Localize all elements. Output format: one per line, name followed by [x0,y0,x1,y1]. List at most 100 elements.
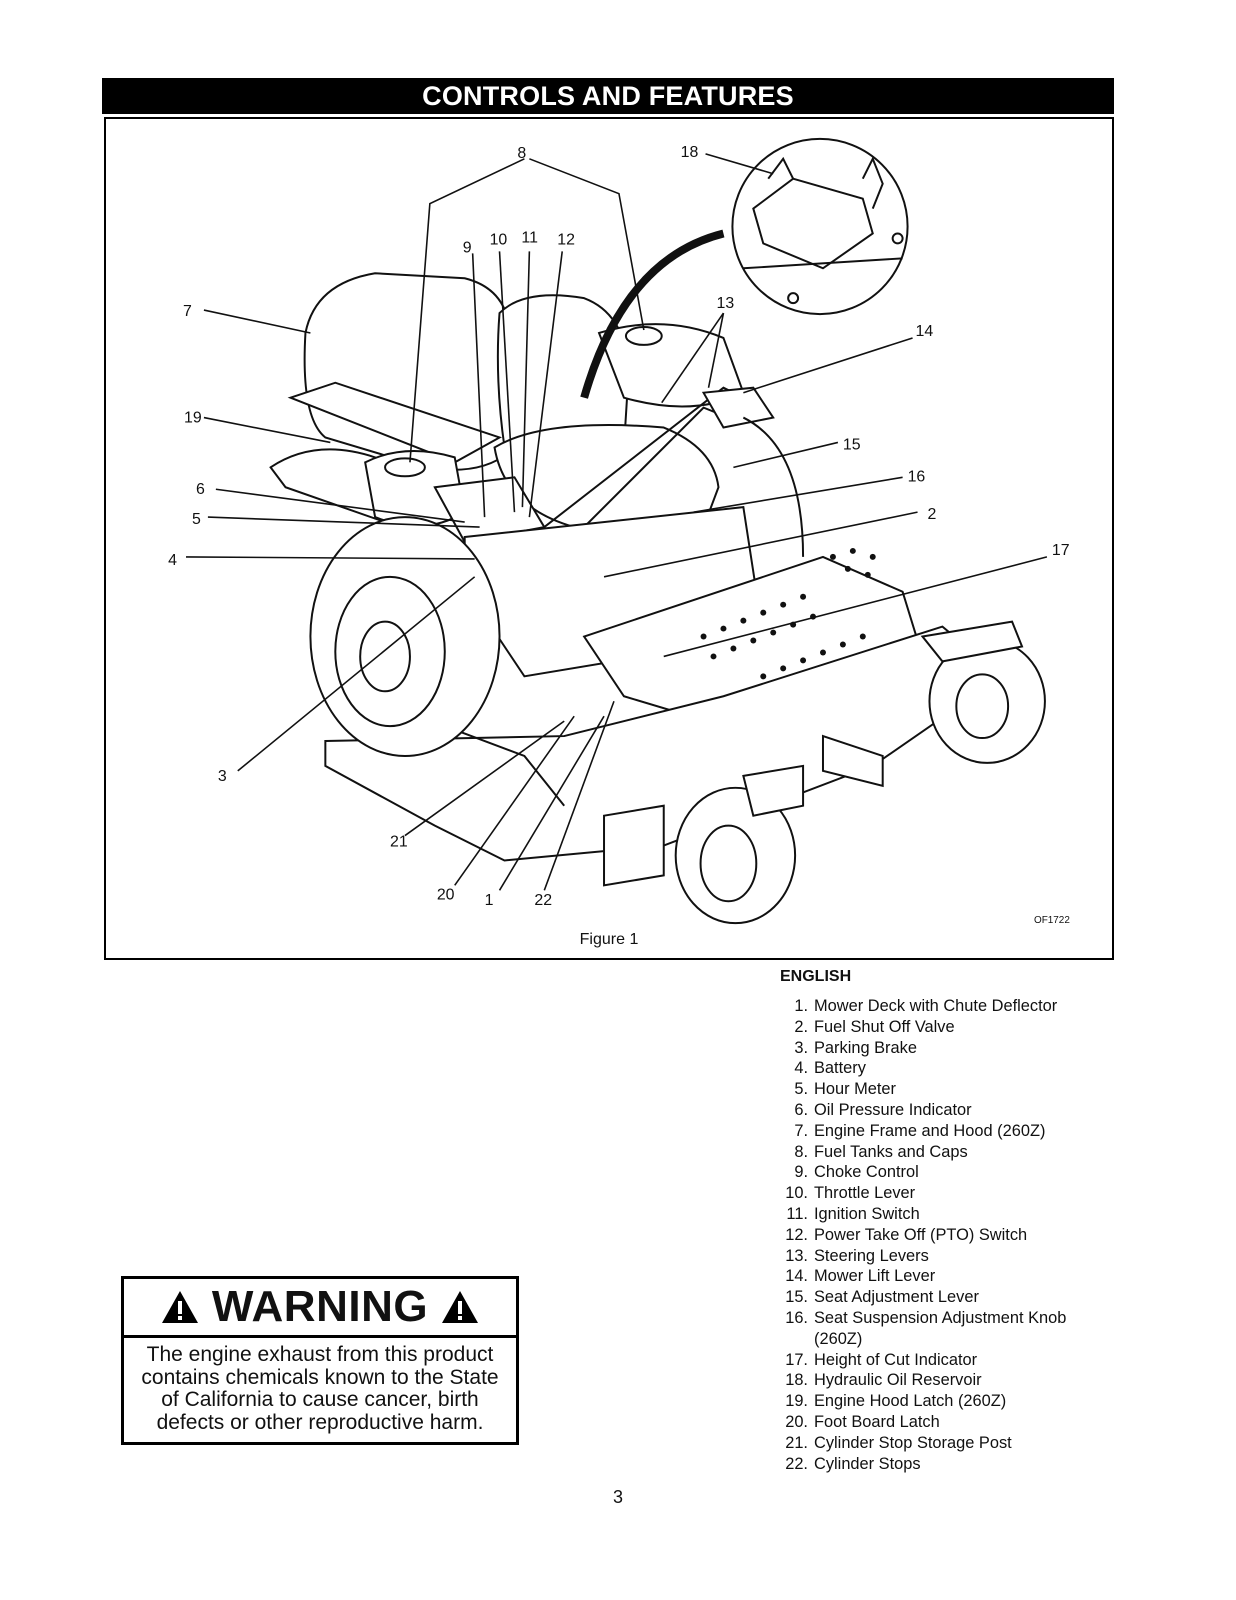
list-item: 17. Height of Cut Indicator [780,1350,1110,1371]
legend-list: 1. Mower Deck with Chute Deflector 2. Fuel… [780,996,1110,1474]
list-item: 11. Ignition Switch [780,1204,1110,1225]
list-item: 7. Engine Frame and Hood (260Z) [780,1121,1110,1142]
legend-heading: ENGLISH [780,968,852,985]
item-text: Engine Hood Latch (260Z) [814,1392,1007,1411]
list-item: 19. Engine Hood Latch (260Z) [780,1391,1110,1412]
item-text: Power Take Off (PTO) Switch [814,1225,1028,1244]
figure-code: OF1722 [1034,915,1070,926]
item-text: Hydraulic Oil Reservoir [814,1371,982,1390]
item-number: 9. [794,1163,808,1182]
item-number: 21. [785,1433,808,1452]
item-number: 11. [786,1204,808,1223]
figure-1: 8 18 9 10 11 12 13 14 7 19 15 16 6 5 2 4… [104,117,1114,960]
item-number: 4. [794,1059,808,1078]
item-number: 8. [794,1142,808,1161]
item-number: 3. [794,1038,808,1057]
callout-15: 15 [843,436,861,453]
list-item: (260Z) [780,1329,1110,1350]
item-number: 16. [785,1308,808,1327]
item-text: Mower Lift Lever [814,1267,936,1286]
list-item: 18. Hydraulic Oil Reservoir [780,1370,1110,1391]
page-number: 3 [612,1487,623,1507]
list-item: 3. Parking Brake [780,1038,1110,1059]
item-text: Hour Meter [814,1080,896,1099]
item-number: 22. [785,1454,808,1473]
list-item: 22.Cylinder Stops [780,1454,1110,1475]
callout-13: 13 [716,295,734,312]
list-item: 4. Battery [780,1058,1110,1079]
parts-legend: ENGLISH 1. Mower Deck with Chute Deflecto… [780,968,1110,1474]
item-text: Fuel Shut Off Valve [814,1017,955,1036]
item-number: 17. [785,1350,808,1369]
warning-box: WARNING The engine exhaust from this pro… [121,1276,519,1445]
callout-5: 5 [192,511,201,528]
item-number: 7. [794,1121,808,1140]
callout-14: 14 [916,323,934,340]
callout-21: 21 [390,834,408,851]
list-item: 8. Fuel Tanks and Caps [780,1142,1110,1163]
list-item: 2. Fuel Shut Off Valve [780,1017,1110,1038]
warning-title: WARNING [211,1282,429,1331]
page-title: CONTROLS AND FEATURES [102,78,1114,114]
item-text: Steering Levers [814,1246,929,1265]
warning-line: The engine exhaust from this product [146,1343,494,1366]
list-item: 1. Mower Deck with Chute Deflector [780,996,1110,1017]
mower-illustration: 8 18 9 10 11 12 13 14 7 19 15 16 6 5 2 4… [168,137,1070,926]
callout-19: 19 [184,410,202,427]
list-item: 12. Power Take Off (PTO) Switch [780,1225,1110,1246]
callout-22: 22 [534,892,552,909]
callout-3: 3 [218,768,227,785]
item-text: (260Z) [814,1329,863,1348]
item-text: Mower Deck with Chute Deflector [814,997,1058,1015]
list-item: 9. Choke Control [780,1162,1110,1183]
item-number: 20. [785,1412,808,1431]
warning-triangle-icon [442,1291,479,1323]
item-text: Oil Pressure Indicator [814,1100,972,1119]
item-text: Fuel Tanks and Caps [814,1142,968,1161]
callout-17: 17 [1052,542,1070,559]
item-number: 14. [785,1267,808,1286]
item-text: Battery [814,1059,866,1078]
warning-triangle-icon [161,1291,198,1323]
callout-2: 2 [927,506,936,523]
item-text: Engine Frame and Hood (260Z) [814,1121,1046,1140]
list-item: 20. Foot Board Latch [780,1412,1110,1433]
item-number: 5. [794,1080,808,1099]
item-number: 1. [794,997,808,1015]
item-text: Foot Board Latch [814,1412,940,1431]
callout-9: 9 [463,239,472,256]
list-item: 21. Cylinder Stop Storage Post [780,1433,1110,1454]
list-item: 14. Mower Lift Lever [780,1266,1110,1287]
item-text: Seat Adjustment Lever [814,1288,979,1307]
item-number: 6. [794,1100,808,1119]
callout-8: 8 [517,145,526,162]
item-text: Ignition Switch [814,1204,920,1223]
warning-text: The engine exhaust from this product con… [124,1338,516,1434]
callout-7: 7 [183,303,192,320]
item-number: 2. [794,1017,808,1036]
callout-16: 16 [908,468,926,485]
item-number: 13. [785,1246,808,1265]
item-number: 15. [785,1288,808,1307]
list-item: 10.Throttle Lever [780,1183,1110,1204]
list-item: 15. Seat Adjustment Lever [780,1287,1110,1308]
warning-header: WARNING [124,1279,516,1338]
item-number: 19. [785,1392,808,1411]
item-text: Choke Control [814,1163,919,1182]
item-text: Cylinder Stop Storage Post [814,1433,1012,1452]
callout-4: 4 [168,552,177,569]
item-text: Parking Brake [814,1038,917,1057]
item-text: Height of Cut Indicator [814,1350,978,1369]
list-item: 13. Steering Levers [780,1246,1110,1267]
callout-1: 1 [485,892,494,909]
item-number: 12. [785,1225,808,1244]
callout-20: 20 [437,886,455,903]
warning-line: of California to cause cancer, birth [161,1388,479,1411]
warning-line: contains chemicals known to the State [141,1365,499,1389]
item-number: 10. [785,1184,808,1203]
callout-10: 10 [490,231,508,248]
item-number: 18. [785,1371,808,1390]
item-text: Seat Suspension Adjustment Knob [814,1308,1067,1327]
list-item: 16. Seat Suspension Adjustment Knob [780,1308,1110,1329]
figure-caption: Figure 1 [579,931,639,948]
